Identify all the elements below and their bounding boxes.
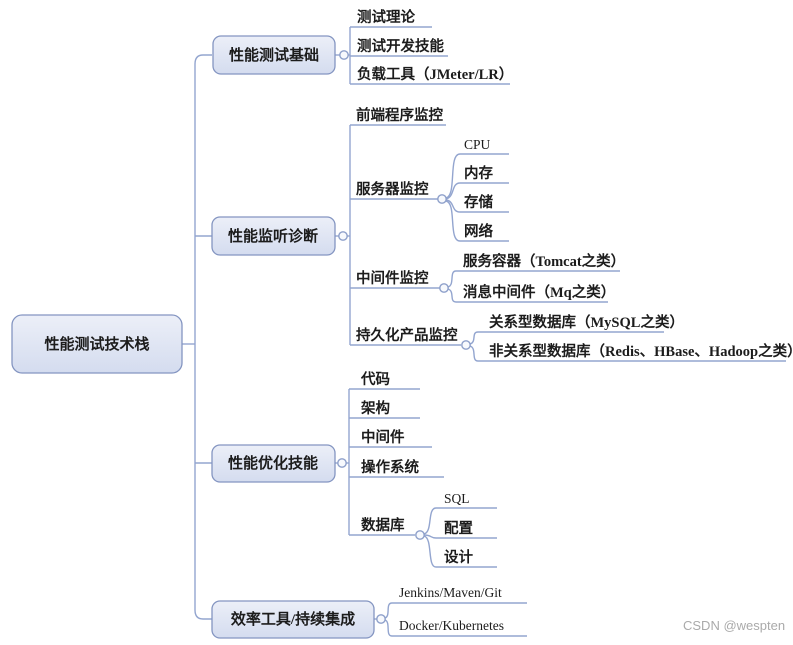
leaf-service-container: 服务容器（Tomcat之类） — [463, 252, 625, 270]
leaf-server-monitoring: 服务器监控 — [356, 180, 429, 198]
leaf-test-theory: 测试理论 — [357, 8, 415, 26]
leaf-persistence-monitoring: 持久化产品监控 — [356, 326, 458, 344]
leaf-architecture: 架构 — [360, 399, 390, 417]
root-node-label: 性能测试技术栈 — [44, 335, 149, 353]
leaf-middleware-monitoring: 中间件监控 — [356, 269, 429, 287]
leaf-load-tools: 负载工具（JMeter/LR） — [357, 65, 513, 83]
dot-middleware-monitoring — [439, 283, 449, 293]
junction-dots — [337, 50, 471, 624]
leaf-middleware: 中间件 — [361, 428, 405, 446]
dot-database — [415, 530, 425, 540]
trunk-connectors — [182, 54, 212, 620]
branch2-connectors — [335, 124, 786, 362]
leaf-memory: 内存 — [464, 164, 493, 182]
leaf-code: 代码 — [360, 370, 390, 388]
leaf-sql: SQL — [444, 491, 470, 506]
dot-branch4 — [376, 614, 386, 624]
leaf-jenkins-maven-git: Jenkins/Maven/Git — [399, 585, 502, 600]
dot-server-monitoring — [437, 194, 447, 204]
branch-node-efficiency-tools-ci: 效率工具/持续集成 — [211, 600, 375, 639]
watermark-text: CSDN @wespten — [683, 618, 785, 633]
dot-branch3 — [337, 458, 347, 468]
dot-branch2 — [338, 231, 348, 241]
branch-node-performance-test-basics: 性能测试基础 — [212, 35, 336, 75]
root-node: 性能测试技术栈 — [11, 314, 183, 374]
leaf-cpu: CPU — [464, 137, 491, 152]
branch-label-performance-optimization-skills: 性能优化技能 — [228, 454, 318, 472]
leaf-storage: 存储 — [464, 193, 493, 211]
dot-persistence-monitoring — [461, 340, 471, 350]
leaf-operating-system: 操作系统 — [361, 458, 419, 476]
leaf-config: 配置 — [444, 520, 473, 537]
leaf-test-dev-skills: 测试开发技能 — [357, 37, 444, 55]
branch-label-performance-test-basics: 性能测试基础 — [229, 46, 319, 64]
branch-label-performance-monitoring-diagnosis: 性能监听诊断 — [228, 227, 318, 245]
leaf-database: 数据库 — [361, 516, 405, 534]
dot-branch1 — [339, 50, 349, 60]
branch-node-performance-monitoring-diagnosis: 性能监听诊断 — [211, 216, 336, 256]
branch-label-efficiency-tools-ci: 效率工具/持续集成 — [231, 610, 355, 628]
leaf-relational-db: 关系型数据库（MySQL之类） — [489, 313, 684, 331]
leaf-message-middleware: 消息中间件（Mq之类） — [463, 283, 615, 301]
leaf-non-relational-db: 非关系型数据库（Redis、HBase、Hadoop之类） — [489, 342, 793, 360]
branch-node-performance-optimization-skills: 性能优化技能 — [211, 444, 336, 483]
branch1-connectors — [335, 26, 510, 85]
leaf-design: 设计 — [444, 548, 473, 566]
leaf-network: 网络 — [464, 222, 493, 240]
branch3-connectors — [335, 388, 497, 568]
leaf-frontend-monitoring: 前端程序监控 — [356, 106, 443, 124]
leaf-docker-kubernetes: Docker/Kubernetes — [399, 618, 504, 633]
